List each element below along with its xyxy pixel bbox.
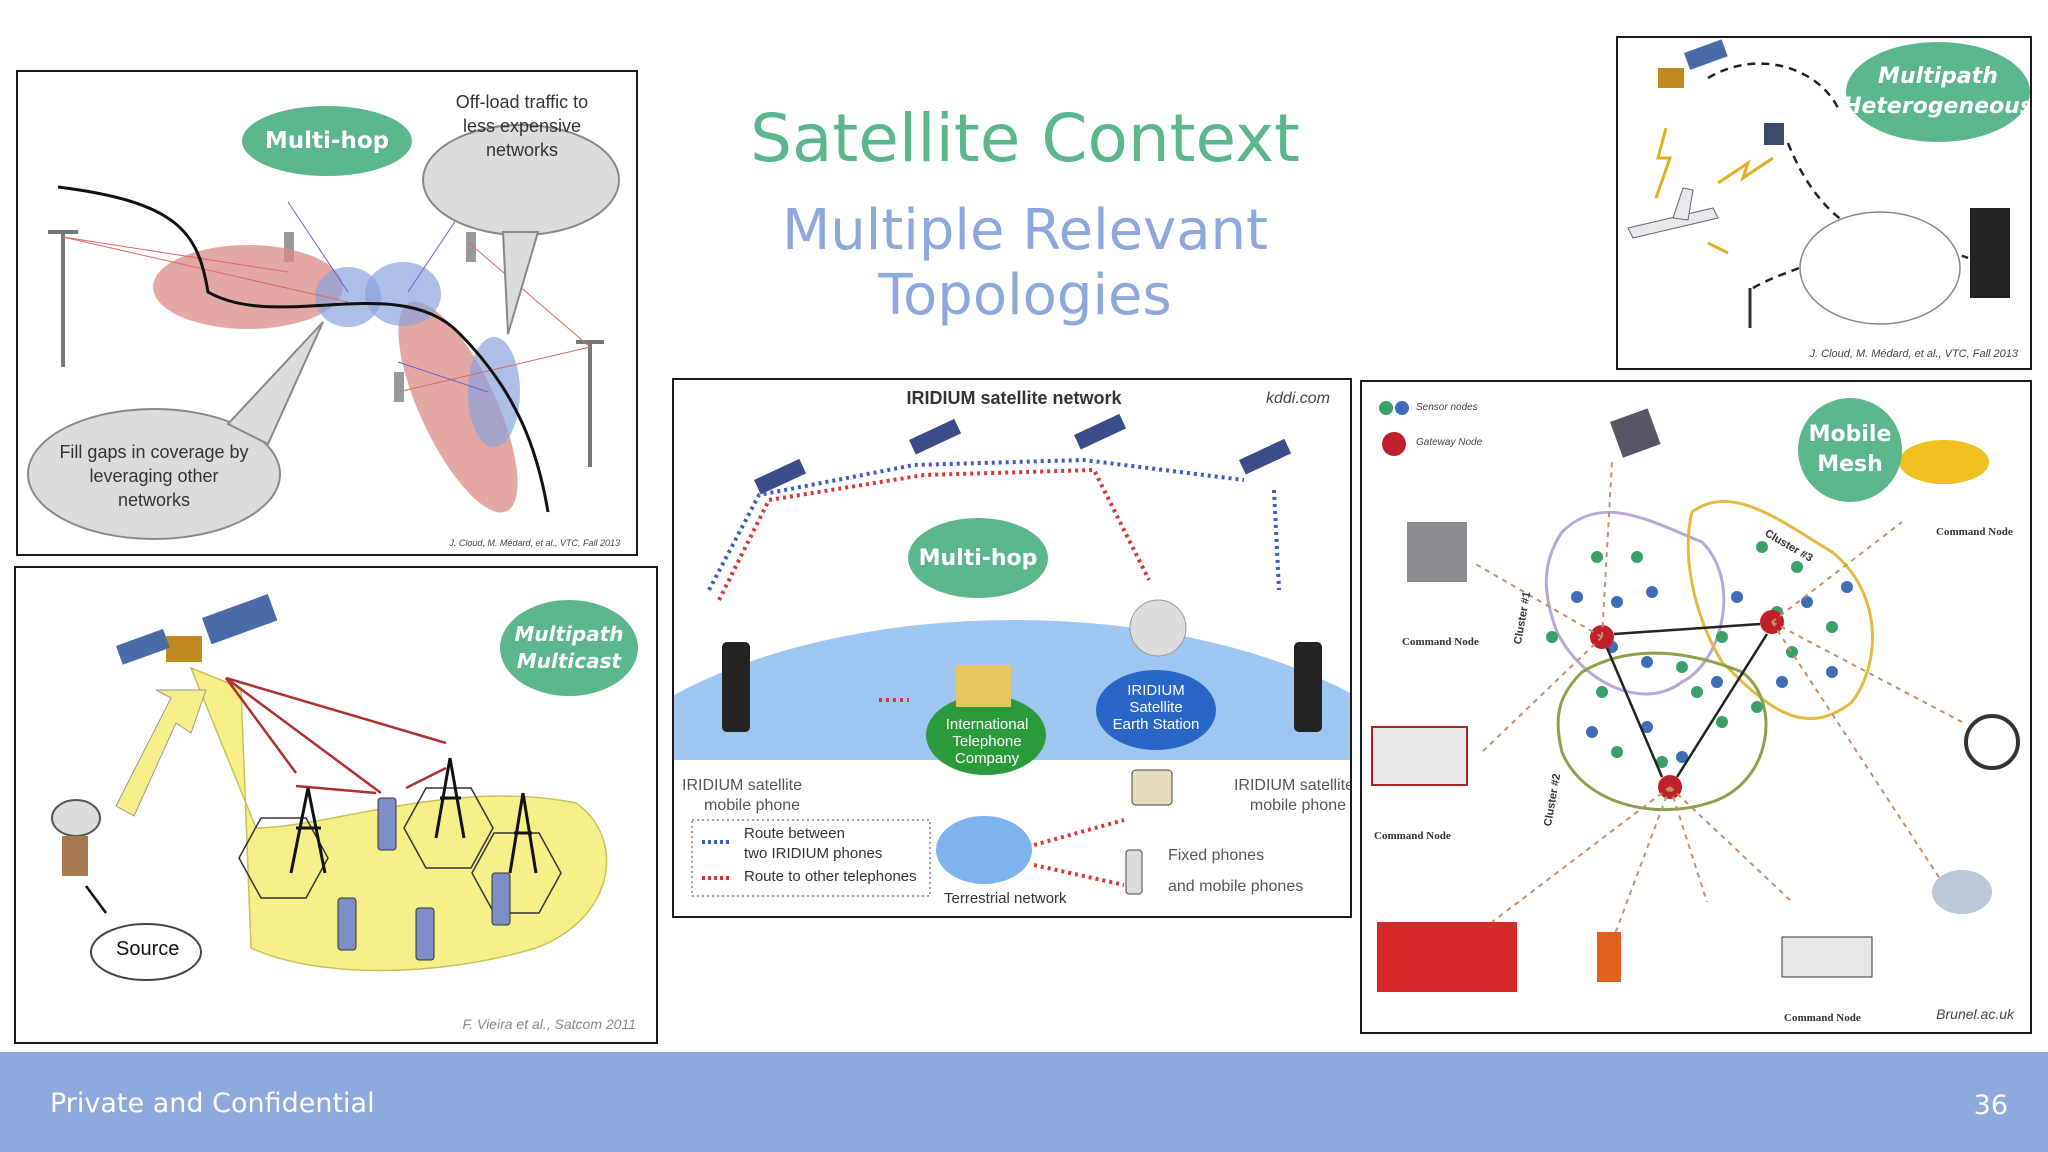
citation: J. Cloud, M. Médard, et al., VTC, Fall 2…	[449, 538, 620, 548]
footer-bar: Private and Confidential 36	[0, 1052, 2048, 1152]
satellite-icon	[1658, 39, 1728, 88]
command-node-label: Command Node	[1374, 830, 1451, 842]
terrestrial-label: Terrestrial network	[944, 890, 1067, 907]
iridium-multihop-badge: Multi-hop	[908, 518, 1048, 598]
fill-gaps-callout: Fill gaps in coverage by leveraging othe…	[59, 442, 249, 510]
slide-title: Satellite Context	[750, 100, 1300, 177]
mesh-diagram	[1371, 401, 2020, 992]
satellite-icon	[116, 594, 278, 665]
heterogeneous-diagram	[1627, 39, 2010, 328]
legend-sensor: Sensor nodes	[1416, 402, 1478, 413]
source-label: Source	[116, 938, 180, 960]
multicast-diagram	[51, 594, 608, 981]
legend-gateway: Gateway Node	[1416, 437, 1483, 448]
footer-confidential: Private and Confidential	[50, 1088, 375, 1119]
citation: Brunel.ac.uk	[1936, 1006, 2014, 1022]
citation: F. Vieira et al., Satcom 2011	[462, 1016, 636, 1032]
page-number: 36	[1973, 1090, 2008, 1121]
slide-subtitle: Multiple Relevant Topologies	[781, 198, 1268, 328]
command-node-label: Command Node	[1784, 1012, 1861, 1024]
iridium-diagram	[674, 413, 1350, 916]
iridium-header: IRIDIUM satellite network	[906, 388, 1122, 408]
dish-icon	[51, 799, 101, 876]
iridium-panel: IRIDIUM satellite network kddi.com Multi…	[672, 378, 1352, 918]
command-node-label: Command Node	[1402, 636, 1479, 648]
offload-callout: Off-load traffic to less expensive netwo…	[455, 92, 589, 160]
legend-route-other: Route to other telephones	[744, 868, 917, 885]
site-label: kddi.com	[1265, 390, 1330, 407]
multihop-ground-diagram	[27, 124, 620, 540]
command-node-label: Command Node	[1936, 526, 2013, 538]
airplane-icon	[1627, 187, 1719, 239]
citation: J. Cloud, M. Médard, et al., VTC, Fall 2…	[1809, 348, 2018, 360]
multihop-badge: Multi-hop	[242, 106, 412, 176]
multihop-ground-panel: Multi-hop Off-load traffic to less expen…	[16, 70, 638, 556]
